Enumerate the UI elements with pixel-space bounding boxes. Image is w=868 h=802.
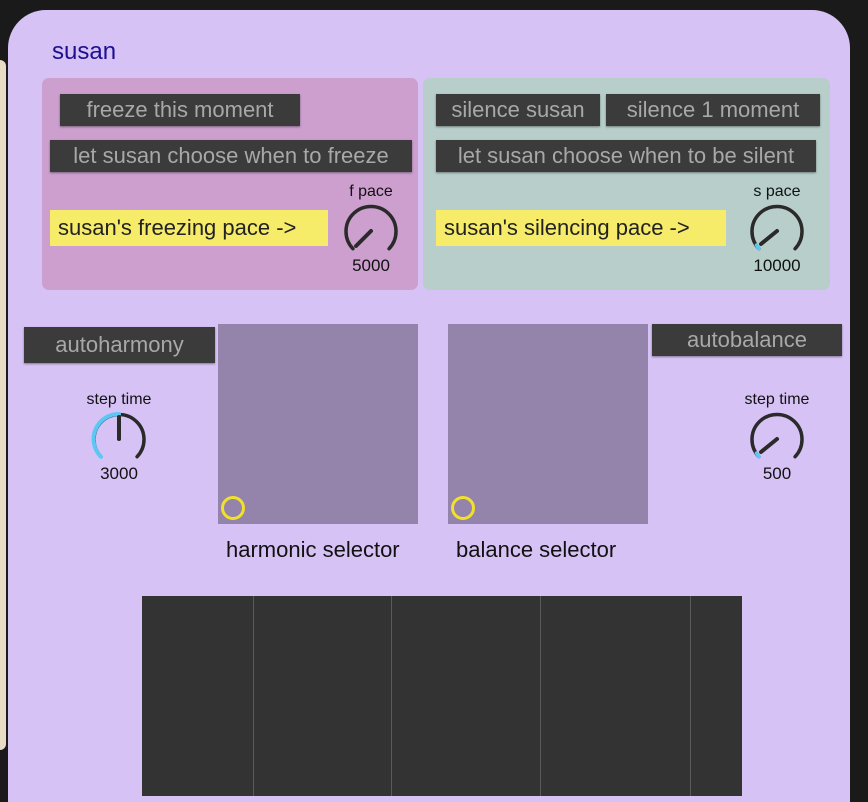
let-susan-choose-silent-button[interactable]: let susan choose when to be silent [436, 140, 816, 172]
f-pace-value: 5000 [352, 256, 390, 275]
silencing-pace-label: susan's silencing pace -> [436, 210, 726, 246]
left-window-edge [0, 60, 6, 750]
harmony-step-time-knob[interactable] [89, 409, 149, 469]
f-pace-label: f pace [349, 183, 393, 200]
balance-step-time-knob[interactable] [747, 409, 807, 469]
balance-step-time-label: step time [744, 391, 810, 408]
s-pace-knob[interactable] [747, 201, 807, 261]
autoharmony-button[interactable]: autoharmony [24, 327, 215, 363]
harmonic-selector-handle[interactable] [221, 496, 245, 520]
balance-step-time-value: 500 [762, 464, 792, 483]
balance-selector-label: balance selector [456, 537, 617, 562]
panel-divider [540, 596, 541, 796]
panel-title: susan [52, 38, 117, 65]
panel-divider [391, 596, 392, 796]
autobalance-button[interactable]: autobalance [652, 324, 842, 356]
let-susan-choose-freeze-button[interactable]: let susan choose when to freeze [50, 140, 412, 172]
f-pace-knob[interactable] [341, 201, 401, 261]
bottom-display-panel [142, 596, 742, 796]
panel-divider [690, 596, 691, 796]
freezing-pace-label: susan's freezing pace -> [50, 210, 328, 246]
balance-selector-handle[interactable] [451, 496, 475, 520]
harmonic-selector-label: harmonic selector [226, 537, 400, 562]
silence-susan-button[interactable]: silence susan [436, 94, 600, 126]
freeze-this-moment-button[interactable]: freeze this moment [60, 94, 300, 126]
harmony-step-time-label: step time [86, 391, 152, 408]
s-pace-label: s pace [753, 183, 801, 200]
panel-divider [253, 596, 254, 796]
s-pace-value: 10000 [753, 256, 801, 275]
silence-1-moment-button[interactable]: silence 1 moment [606, 94, 820, 126]
harmony-step-time-value: 3000 [100, 464, 138, 483]
harmonic-selector-pad[interactable] [218, 324, 418, 524]
balance-selector-pad[interactable] [448, 324, 648, 524]
